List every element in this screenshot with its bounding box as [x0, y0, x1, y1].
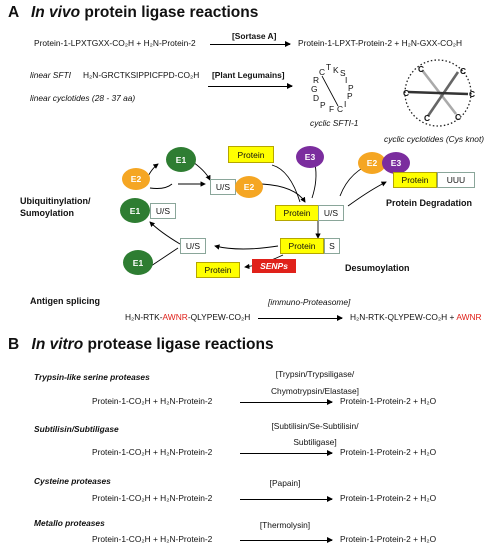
sortase-products: Protein-1-LPXT-Protein-2 + H₂N-GXX-CO₂H: [298, 38, 463, 48]
cyclic-sfti-ring: T K S I P P I C F P D G R C: [300, 62, 370, 118]
linear-sfti-sequence: H₂N-GRCTKSIPPICFPD-CO₂H: [83, 70, 200, 80]
section-subtilisin-title: Subtilisin/Subtiligase: [34, 424, 119, 434]
ring-letter: P: [348, 83, 354, 93]
ring-letter: R: [313, 75, 320, 85]
metallo-condition: [Thermolysin]: [259, 520, 311, 530]
e1-enzyme-mid: E1: [120, 198, 150, 223]
trypsin-reactants: Protein-1-CO₂H + H₂N-Protein-2: [92, 396, 213, 406]
ubiquitin-cycle-arrows: [144, 159, 387, 271]
sortase-arrow: [210, 41, 291, 47]
section-cysteine-title: Cysteine proteases: [34, 476, 111, 486]
knot-c: C: [403, 88, 410, 98]
ring-letter: C: [337, 104, 344, 114]
us-tag-mid: U/S: [150, 203, 176, 219]
antigen-condition: [immuno-Proteasome]: [268, 297, 351, 307]
panel-b-letter: B: [8, 336, 20, 353]
antigen-left-post: -QLYPEW-CO₂H: [187, 312, 251, 322]
panel-a-title-italic: In vivo: [30, 4, 81, 21]
sumo-tag: S: [324, 238, 340, 254]
panel-b-heading: B In vitro protease ligase reactions: [8, 336, 274, 354]
desumoylation-label: Desumoylation: [345, 263, 410, 273]
senps-protease: SENPs: [252, 259, 296, 273]
protein-free: Protein: [196, 262, 240, 278]
subtilisin-products: Protein-1-Protein-2 + H₂O: [340, 447, 437, 457]
us-tag-center: U/S: [210, 179, 236, 195]
ring-letter: F: [329, 104, 335, 114]
panel-a-letter: A: [8, 4, 19, 21]
ring-letter: C: [319, 67, 326, 77]
us-tag-protein: U/S: [318, 205, 344, 221]
ring-letter: S: [340, 68, 346, 78]
sumoylation-label: Sumoylation: [20, 208, 75, 218]
panel-a-title: protein ligase reactions: [84, 4, 259, 21]
ring-letter: T: [326, 62, 332, 72]
knot-c: C: [455, 112, 462, 122]
legumain-arrow: [208, 83, 293, 89]
legumain-condition: [Plant Legumains]: [212, 70, 285, 80]
ring-letter: G: [311, 84, 318, 94]
panel-b-title-italic: In vitro: [31, 336, 84, 353]
subtilisin-arrow: [240, 450, 333, 456]
trypsin-condition-line2: Chymotrypsin/Elastase]: [271, 386, 359, 396]
e2-enzyme-right: E2: [358, 152, 386, 174]
cysteine-arrow: [240, 496, 333, 502]
ring-disulfide-icon: [321, 75, 339, 107]
knot-c: C: [460, 66, 467, 76]
antigen-splicing-label: Antigen splicing: [30, 296, 101, 306]
cyclic-cyclotides-label: cyclic cyclotides (Cys knot): [384, 134, 485, 144]
metallo-arrow: [240, 537, 333, 543]
e1-enzyme-bottom: E1: [123, 250, 153, 275]
subtilisin-condition-line2: Subtiligase]: [293, 437, 337, 447]
antigen-left-pre: H₂N-RTK-: [125, 312, 163, 322]
panel-a-heading: A In vivo protein ligase reactions: [8, 4, 258, 22]
trypsin-products: Protein-1-Protein-2 + H₂O: [340, 396, 437, 406]
section-metallo-title: Metallo proteases: [34, 518, 105, 528]
e2-enzyme-center: E2: [235, 176, 263, 198]
cysteine-condition: [Papain]: [269, 478, 301, 488]
subtilisin-reactants: Protein-1-CO₂H + H₂N-Protein-2: [92, 447, 213, 457]
ring-letter: I: [345, 75, 348, 85]
sortase-condition: [Sortase A]: [232, 31, 277, 41]
cystine-knot-icon: [404, 59, 472, 127]
e3-ligase-right: E3: [382, 152, 410, 174]
protein-substrate-center: Protein: [275, 205, 319, 221]
cysteine-reactants: Protein-1-CO₂H + H₂N-Protein-2: [92, 493, 213, 503]
cyclic-sfti-label: cyclic SFTI-1: [310, 118, 359, 128]
section-trypsin-title: Trypsin-like serine proteases: [34, 372, 150, 382]
protein-degradation-label: Protein Degradation: [386, 198, 473, 208]
trypsin-arrow: [240, 399, 333, 405]
antigen-arrow: [258, 315, 343, 321]
ring-letter: K: [333, 65, 339, 75]
e3-ligase-top: E3: [296, 146, 324, 168]
linear-sfti-label: linear SFTI: [30, 70, 71, 80]
antigen-right-awnr: AWNR: [456, 312, 482, 322]
protein-substrate-top: Protein: [228, 146, 274, 163]
antigen-right-pre: H₂N-RTK-QLYPEW-CO₂H +: [350, 312, 457, 322]
ring-letter: I: [344, 99, 347, 109]
antigen-product: H₂N-RTK-QLYPEW-CO₂H + AWNR: [350, 312, 482, 322]
ubiquitinylation-label: Ubiquitinylation/: [20, 196, 91, 206]
metallo-products: Protein-1-Protein-2 + H₂O: [340, 534, 437, 544]
subtilisin-condition-line1: [Subtilisin/Se-Subtilisin/: [271, 421, 359, 431]
sortase-reactants: Protein-1-LPXTGXX-CO₂H + H₂N-Protein-2: [34, 38, 196, 48]
metallo-reactants: Protein-1-CO₂H + H₂N-Protein-2: [92, 534, 213, 544]
knot-c: C: [418, 64, 425, 74]
ring-letter: P: [347, 91, 353, 101]
protein-sumoylated: Protein: [280, 238, 324, 254]
knot-c: C: [469, 89, 476, 99]
e1-enzyme-top: E1: [166, 147, 196, 172]
cysteine-products: Protein-1-Protein-2 + H₂O: [340, 493, 437, 503]
panel-b-title: protease ligase reactions: [87, 336, 274, 353]
e2-enzyme-left: E2: [122, 168, 150, 190]
polyubiquitin-chain: UUU: [437, 172, 475, 188]
antigen-left-awnr: AWNR: [162, 312, 188, 322]
ring-letter: D: [313, 93, 320, 103]
trypsin-condition-line1: [Trypsin/Trypsiligase/: [275, 369, 355, 379]
linear-cyclotides-label: linear cyclotides (28 - 37 aa): [30, 93, 136, 103]
us-tag-bottom: U/S: [180, 238, 206, 254]
knot-c: C: [424, 113, 431, 123]
antigen-reactant: H₂N-RTK-AWNR-QLYPEW-CO₂H: [125, 312, 250, 322]
ring-letter: P: [320, 100, 326, 110]
protein-ubiquitinated: Protein: [393, 172, 437, 188]
